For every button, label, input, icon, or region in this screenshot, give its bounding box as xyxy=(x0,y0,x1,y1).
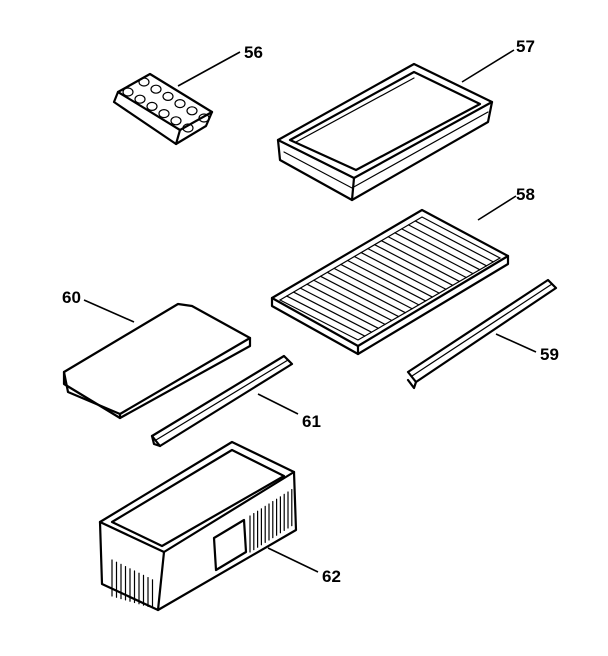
leader-60 xyxy=(83,299,135,323)
ice-cup xyxy=(134,94,146,104)
ice-cup xyxy=(174,98,186,109)
drawing-stroke xyxy=(407,224,488,267)
leader-57 xyxy=(461,49,515,83)
drawing-stroke xyxy=(380,240,461,283)
drawing-stroke xyxy=(360,251,440,294)
cover-part xyxy=(62,302,252,420)
callout-58: 58 xyxy=(516,185,535,204)
callout-62: 62 xyxy=(322,567,341,586)
drawing-stroke xyxy=(340,263,420,306)
callout-61: 61 xyxy=(302,412,321,431)
shelf-rail-left-part xyxy=(150,354,294,448)
drawing-stroke xyxy=(313,279,393,322)
drawing-stroke xyxy=(306,283,386,325)
leader-59 xyxy=(495,333,537,353)
drawing-stroke xyxy=(374,244,454,286)
shelf-rail-right-part xyxy=(406,278,558,390)
drawing-stroke xyxy=(292,291,373,333)
ice-cup xyxy=(170,116,182,126)
ice-cup xyxy=(182,123,194,133)
ice-cup xyxy=(158,108,170,119)
drawing-stroke xyxy=(367,248,447,290)
leader-62 xyxy=(267,547,319,573)
drawing-stroke xyxy=(286,295,366,337)
drawing-stroke xyxy=(387,236,467,279)
drawing-stroke xyxy=(299,287,379,329)
callout-59: 59 xyxy=(540,345,559,364)
ice-cup xyxy=(138,77,150,87)
drawing-stroke xyxy=(394,232,474,275)
tray-part xyxy=(276,62,494,202)
drawing-stroke xyxy=(347,259,427,302)
leader-61 xyxy=(257,393,299,415)
ice-cup xyxy=(146,101,158,112)
ice-cup xyxy=(150,84,162,94)
callout-56: 56 xyxy=(244,43,263,62)
ice-cup xyxy=(198,113,210,123)
drawing-stroke xyxy=(326,271,406,314)
callout-60: 60 xyxy=(62,288,81,307)
ice-tray-part xyxy=(112,72,214,146)
shelf-rack-part xyxy=(270,208,510,356)
callout-57: 57 xyxy=(516,37,535,56)
ice-cup xyxy=(162,91,174,102)
ice-cup xyxy=(186,106,198,116)
drawing-stroke xyxy=(414,220,494,263)
drawing-stroke xyxy=(353,255,433,298)
leader-58 xyxy=(477,195,517,221)
leader-56 xyxy=(177,51,241,87)
crisper-bin-part xyxy=(98,440,298,612)
drawing-stroke xyxy=(333,267,413,310)
drawing-stroke xyxy=(401,228,481,271)
ice-cup xyxy=(122,87,134,97)
drawing-stroke xyxy=(319,275,400,318)
